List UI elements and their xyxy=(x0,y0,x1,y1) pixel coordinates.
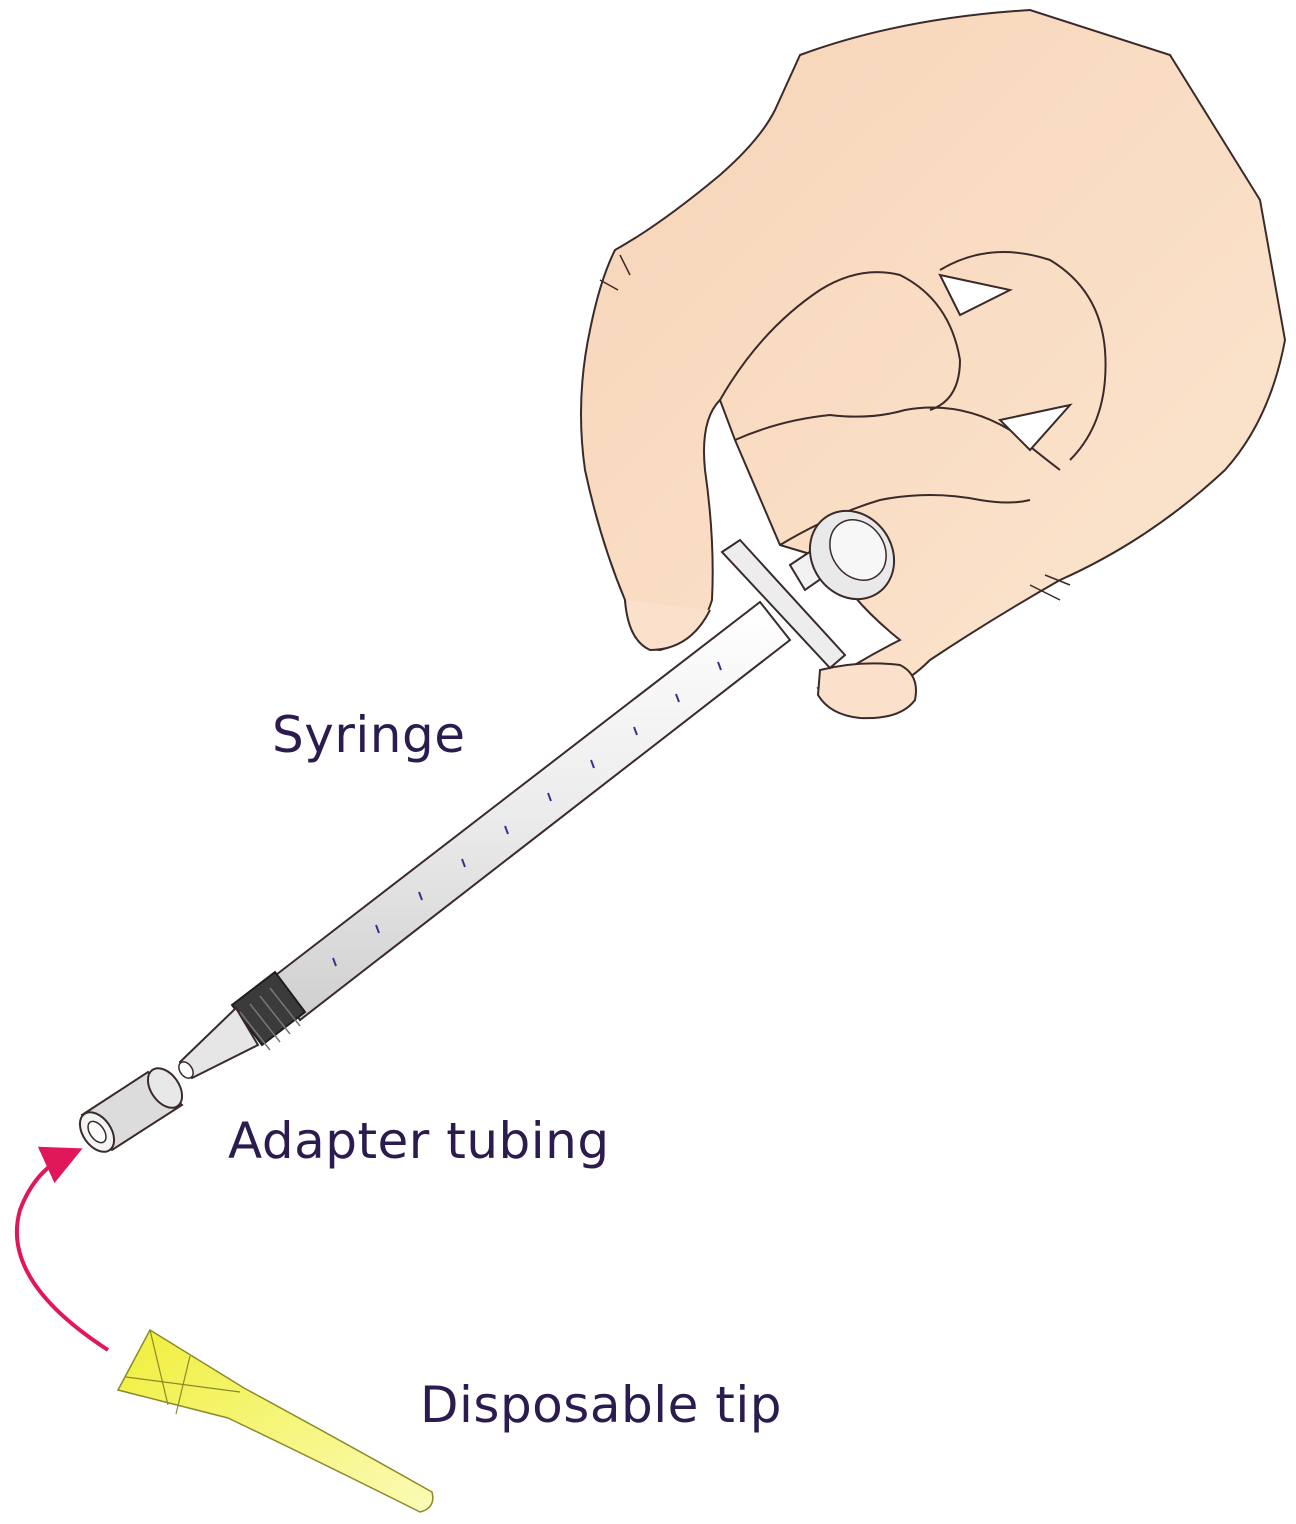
hand-back xyxy=(581,10,1285,700)
syringe xyxy=(176,494,911,1080)
disposable-tip xyxy=(118,1330,433,1512)
tip-body xyxy=(118,1330,433,1512)
adapter-tubing xyxy=(73,1062,189,1158)
adapter-tubing-label: Adapter tubing xyxy=(228,1112,610,1170)
barrel xyxy=(272,602,790,1020)
thumb xyxy=(818,663,916,718)
hand xyxy=(581,10,1285,718)
syringe-label: Syringe xyxy=(272,706,465,764)
disposable-tip-label: Disposable tip xyxy=(420,1376,782,1434)
attach-arrow xyxy=(17,1155,108,1350)
